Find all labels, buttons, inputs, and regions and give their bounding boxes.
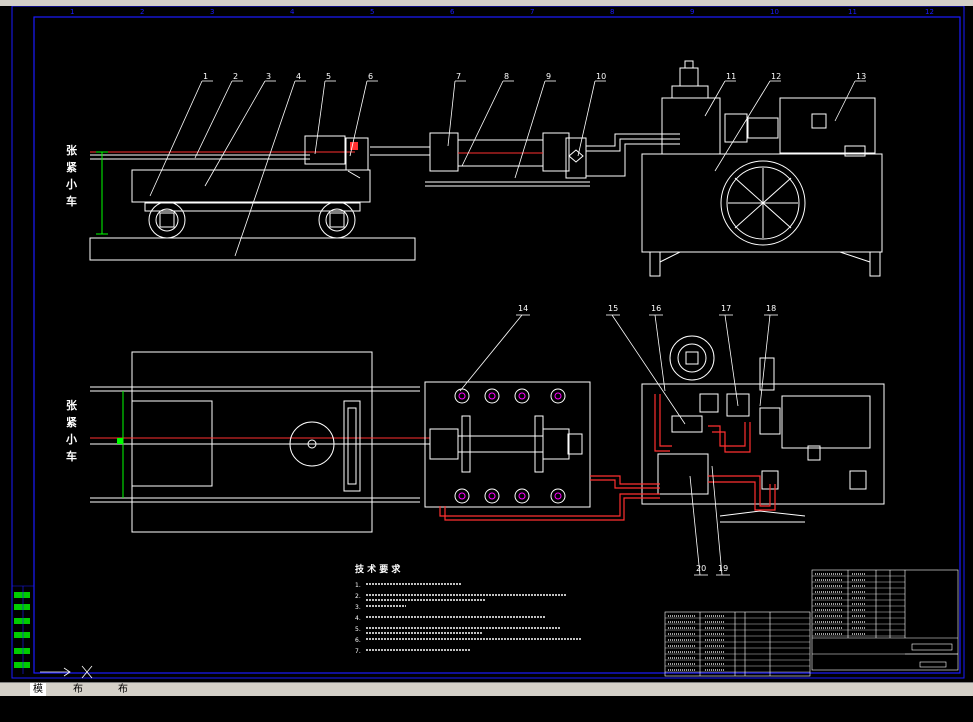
side-label-top-char-2: 紧 [66, 160, 77, 174]
side-label-top-char-1: 张 [66, 143, 78, 157]
note-number: 1. [355, 582, 361, 589]
balloon-bottom: 17 [721, 304, 731, 313]
column-number: 2 [140, 8, 144, 16]
notes-title: 技 术 要 求 [355, 563, 401, 575]
column-number: 7 [530, 8, 534, 16]
column-number: 12 [925, 8, 934, 16]
column-number: 5 [370, 8, 374, 16]
notes-lines: 1. 2. 3. 4. 5. 6. 7. [355, 582, 581, 655]
balloon-top: 11 [726, 72, 736, 81]
side-label-top: 张 紧 小 车 [65, 143, 78, 208]
balloon-top: 7 [456, 72, 461, 81]
column-number: 9 [690, 8, 694, 16]
tab-layout1[interactable]: 布局1 [73, 684, 83, 721]
balloon-top: 5 [326, 72, 331, 81]
bolt-hole [484, 388, 500, 404]
balloon-top: 2 [233, 72, 238, 81]
column-number: 6 [450, 8, 455, 16]
balloon-top: 6 [368, 72, 373, 81]
balloon-bottom: 15 [608, 304, 618, 313]
column-number: 8 [610, 8, 614, 16]
balloon-bottom: 20 [696, 564, 706, 573]
column-number: 3 [210, 8, 214, 16]
balloon-bottom: 19 [718, 564, 728, 573]
note-number: 6. [355, 637, 361, 644]
balloon-bottom: 16 [651, 304, 661, 313]
column-number: 10 [770, 8, 779, 16]
ucs-icon [40, 665, 93, 679]
tab-layout2[interactable]: 布局2 [118, 684, 128, 721]
side-label-bottom: 张 紧 小 车 [65, 398, 78, 463]
technical-notes: 技 术 要 求 [355, 563, 401, 575]
note-number: 2. [355, 593, 361, 600]
balloon-top: 12 [771, 72, 781, 81]
balloon-top: 10 [596, 72, 606, 81]
note-number: 4. [355, 615, 361, 622]
balloon-bottom: 14 [518, 304, 528, 313]
balloon-top: 1 [203, 72, 208, 81]
elevation-view [89, 60, 883, 277]
column-number: 4 [290, 8, 295, 16]
bolt-hole [454, 488, 470, 504]
balloon-top: 13 [856, 72, 866, 81]
balloon-top: 8 [504, 72, 509, 81]
revision-block [14, 592, 30, 668]
side-label-bottom-char-4: 车 [66, 449, 77, 463]
side-label-top-char-3: 小 [65, 177, 77, 191]
plan-piping [439, 394, 776, 521]
balloon-top: 3 [266, 72, 271, 81]
bolt-holes [454, 388, 566, 504]
balloon-top: 4 [296, 72, 301, 81]
bolt-hole [514, 388, 530, 404]
parts-rows [665, 573, 905, 673]
side-label-bottom-char-3: 小 [65, 432, 77, 446]
side-label-top-char-4: 车 [66, 194, 77, 208]
parts-list [664, 569, 959, 677]
tab-model[interactable]: 模型 [30, 683, 46, 708]
plan-view [90, 335, 885, 533]
outer-frame [11, 5, 965, 679]
bolt-hole [550, 488, 566, 504]
bolt-hole [484, 488, 500, 504]
inner-frame [33, 16, 961, 674]
balloon-top: 9 [546, 72, 551, 81]
note-number: 7. [355, 648, 361, 655]
note-number: 5. [355, 626, 361, 633]
column-number: 11 [848, 8, 857, 16]
layout-tab-bar: 模型 布局1 布局2 [0, 682, 973, 721]
note-number: 3. [355, 604, 361, 611]
window-top-strip [0, 0, 973, 6]
side-label-bottom-char-2: 紧 [66, 415, 77, 429]
side-label-bottom-char-1: 张 [66, 398, 78, 412]
bolt-hole [550, 388, 566, 404]
leaders-bottom: 14 15 16 17 18 19 20 [459, 304, 778, 576]
column-number: 1 [70, 8, 74, 16]
balloon-bottom: 18 [766, 304, 776, 313]
bolt-hole [514, 488, 530, 504]
